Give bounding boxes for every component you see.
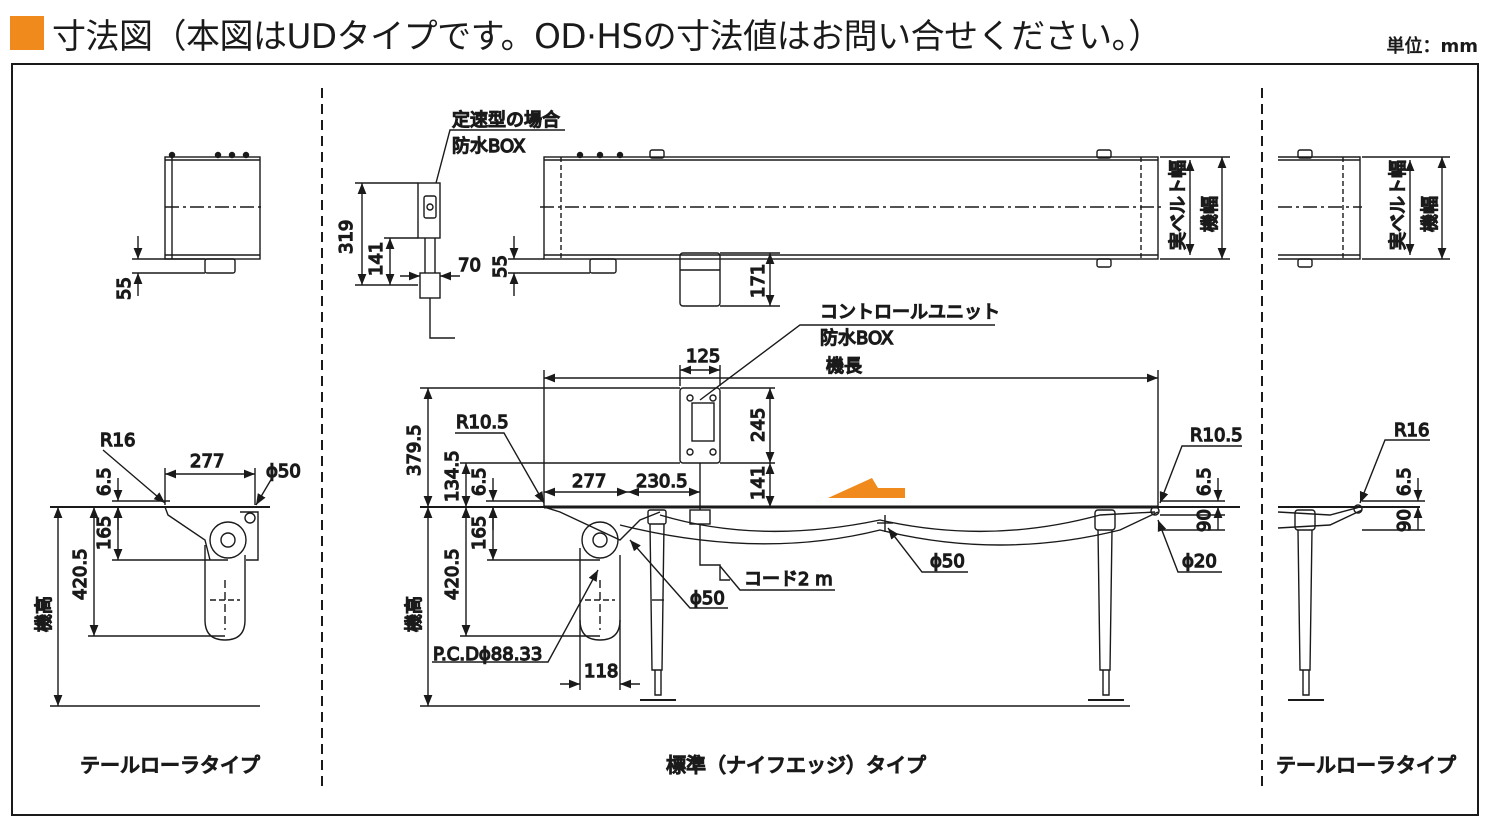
center-top-view <box>355 129 1230 339</box>
left-dim-165: 165 <box>94 516 115 550</box>
top-dim-belt-width: 実ベルト幅 <box>1168 160 1189 250</box>
right-caption: テールローラタイプ <box>1276 753 1456 777</box>
front-dim-165: 165 <box>469 516 490 550</box>
callout-control-unit: コントロールユニット <box>820 302 1000 323</box>
right-dim-6-5: 6.5 <box>1394 467 1415 496</box>
front-dim-420-5: 420.5 <box>442 548 463 600</box>
top-dim-319: 319 <box>336 220 357 254</box>
drawing-frame <box>11 63 1479 816</box>
front-dim-phi50-roller: ϕ50 <box>690 588 725 609</box>
right-front-view <box>1277 439 1430 701</box>
front-dim-phi50-belt: ϕ50 <box>930 551 965 572</box>
front-dim-277: 277 <box>572 471 606 492</box>
left-dim-420-5: 420.5 <box>70 548 91 600</box>
left-dim-r16: R16 <box>100 430 135 451</box>
left-top-view <box>132 151 262 296</box>
front-dim-245: 245 <box>748 408 769 442</box>
front-dim-379-5: 379.5 <box>404 424 425 476</box>
top-dim-171: 171 <box>748 264 769 298</box>
front-dim-134-5: 134.5 <box>442 450 463 502</box>
front-dim-141: 141 <box>748 466 769 500</box>
front-dim-90: 90 <box>1194 509 1215 532</box>
left-dim-height: 機高 <box>34 596 55 632</box>
front-dim-pcd: P.C.Dϕ88.33 <box>433 644 542 665</box>
right-top-view <box>1278 149 1450 268</box>
right-dim-r16: R16 <box>1394 420 1429 441</box>
callout-waterproof-box-small: 防水BOX <box>452 136 525 157</box>
left-dim-6-5: 6.5 <box>94 467 115 496</box>
page-title: 寸法図（本図はUDタイプです。OD·HSの寸法値はお問い合せください。） <box>52 16 1162 57</box>
header: 寸法図（本図はUDタイプです。OD·HSの寸法値はお問い合せください。） <box>10 8 1162 58</box>
front-dim-phi20: ϕ20 <box>1182 551 1217 572</box>
left-dim-phi50: ϕ50 <box>266 461 301 482</box>
front-dim-r10-5-right: R10.5 <box>1190 425 1243 446</box>
top-dim-141: 141 <box>366 242 387 276</box>
front-cord-label: コード2 m <box>744 569 833 590</box>
callout-waterproof-box: 防水BOX <box>820 328 893 349</box>
left-dim-277: 277 <box>190 451 224 472</box>
top-dim-55: 55 <box>490 255 511 278</box>
left-front-view <box>50 449 273 707</box>
front-dim-6-5-right: 6.5 <box>1194 467 1215 496</box>
right-dim-machine-width: 機幅 <box>1420 196 1441 232</box>
front-dim-6-5: 6.5 <box>469 467 490 496</box>
front-dim-125: 125 <box>686 346 720 367</box>
top-dim-machine-width: 機幅 <box>1200 196 1221 232</box>
front-dim-r10-5-left: R10.5 <box>456 412 509 433</box>
front-dim-length: 機長 <box>826 356 862 377</box>
top-dim-70: 70 <box>458 255 481 276</box>
front-dim-height: 機高 <box>404 596 425 632</box>
left-caption: テールローラタイプ <box>80 753 260 777</box>
front-dim-118: 118 <box>584 661 618 682</box>
front-dim-230-5: 230.5 <box>636 471 688 492</box>
right-dim-belt-width: 実ベルト幅 <box>1388 160 1409 250</box>
callout-constant-speed: 定速型の場合 <box>452 110 560 131</box>
right-dim-90: 90 <box>1394 509 1415 532</box>
unit-label: 単位：mm <box>1386 36 1478 57</box>
title-marker-icon <box>10 16 44 50</box>
left-dim-55: 55 <box>114 277 135 300</box>
direction-arrow-icon <box>828 478 905 498</box>
center-front-view <box>420 324 1242 707</box>
center-caption: 標準（ナイフエッジ）タイプ <box>666 753 926 777</box>
